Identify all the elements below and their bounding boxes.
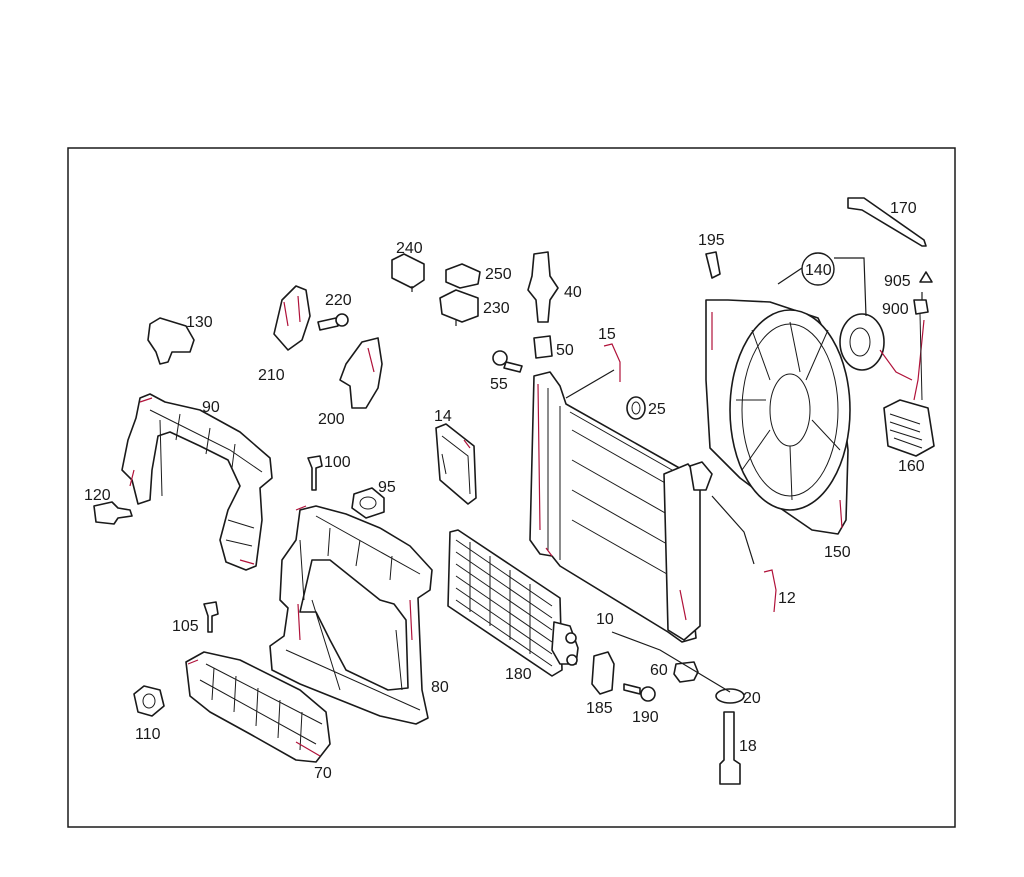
part-170-cable-tie bbox=[847, 197, 927, 247]
part-900-connector bbox=[913, 299, 929, 401]
callout-105: 105 bbox=[172, 618, 199, 635]
callout-185: 185 bbox=[586, 700, 613, 717]
callout-140: 140 bbox=[805, 262, 832, 279]
callout-140-circle bbox=[801, 252, 835, 286]
part-90-upper-support bbox=[121, 393, 273, 571]
callout-90: 90 bbox=[202, 399, 220, 416]
part-20-plug bbox=[715, 688, 745, 704]
part-230-mount bbox=[439, 289, 479, 323]
part-130-cap bbox=[147, 317, 195, 365]
callout-250: 250 bbox=[485, 266, 512, 283]
part-195-clip bbox=[705, 251, 721, 279]
part-80-radiator-frame bbox=[269, 505, 433, 725]
callout-12: 12 bbox=[778, 590, 796, 607]
callout-120: 120 bbox=[84, 487, 111, 504]
part-185-connector bbox=[591, 651, 615, 695]
part-70-lower-air-guide bbox=[185, 651, 331, 763]
callout-60: 60 bbox=[650, 662, 668, 679]
part-60-cap bbox=[673, 661, 699, 683]
callout-100: 100 bbox=[324, 454, 351, 471]
part-160-control-unit bbox=[883, 319, 935, 457]
callout-150: 150 bbox=[824, 544, 851, 561]
part-105-bolt bbox=[203, 601, 219, 633]
part-100-bolt bbox=[307, 455, 323, 491]
callout-14: 14 bbox=[434, 408, 452, 425]
callout-55: 55 bbox=[490, 376, 508, 393]
part-120-pin bbox=[93, 501, 133, 525]
callout-110: 110 bbox=[135, 726, 161, 743]
part-190-bolt bbox=[623, 683, 656, 702]
callout-180: 180 bbox=[505, 666, 532, 683]
part-40-valve bbox=[527, 251, 559, 323]
part-210-bracket bbox=[273, 285, 311, 351]
part-220-bolt bbox=[317, 313, 349, 331]
part-140-fan-motor bbox=[839, 313, 913, 381]
part-25-clamp bbox=[626, 396, 646, 420]
part-18-sensor bbox=[719, 711, 741, 785]
callout-labels: 170 195 140 905 900 160 150 12 10 20 18 … bbox=[84, 200, 925, 782]
part-200-bracket bbox=[339, 337, 383, 409]
callout-160: 160 bbox=[898, 458, 925, 475]
part-12-hose-pin bbox=[763, 569, 777, 613]
callout-10: 10 bbox=[596, 611, 614, 628]
callout-220: 220 bbox=[325, 292, 352, 309]
part-55-bolt bbox=[492, 350, 523, 373]
callout-95: 95 bbox=[378, 479, 396, 496]
part-110-clip bbox=[133, 685, 165, 717]
part-95-hose bbox=[351, 487, 385, 519]
part-180-condenser bbox=[447, 529, 579, 677]
callout-70: 70 bbox=[314, 765, 332, 782]
leader-lines bbox=[411, 257, 923, 693]
diagram-frame bbox=[67, 147, 956, 828]
part-250-pad bbox=[445, 263, 481, 289]
part-50-block bbox=[533, 335, 553, 359]
part-15-hose-pin bbox=[603, 343, 621, 382]
part-10-radiator bbox=[529, 371, 713, 643]
callout-170: 170 bbox=[890, 200, 917, 217]
callout-130: 130 bbox=[186, 314, 213, 331]
callout-900: 900 bbox=[882, 301, 909, 318]
callout-230: 230 bbox=[483, 300, 510, 317]
callout-195: 195 bbox=[698, 232, 725, 249]
part-240-clip bbox=[391, 253, 425, 289]
callout-25: 25 bbox=[648, 401, 666, 418]
callout-40: 40 bbox=[564, 284, 582, 301]
part-14-bracket bbox=[435, 423, 477, 505]
callout-190: 190 bbox=[632, 709, 659, 726]
callout-200: 200 bbox=[318, 411, 345, 428]
callout-240: 240 bbox=[396, 240, 423, 257]
part-150-fan-shroud bbox=[705, 299, 851, 535]
part-905-clip bbox=[919, 271, 933, 283]
callout-210: 210 bbox=[258, 367, 285, 384]
callout-20: 20 bbox=[743, 690, 761, 707]
callout-80: 80 bbox=[431, 679, 449, 696]
callout-15: 15 bbox=[598, 326, 616, 343]
callout-50: 50 bbox=[556, 342, 574, 359]
callout-18: 18 bbox=[739, 738, 757, 755]
callout-905: 905 bbox=[884, 273, 911, 290]
